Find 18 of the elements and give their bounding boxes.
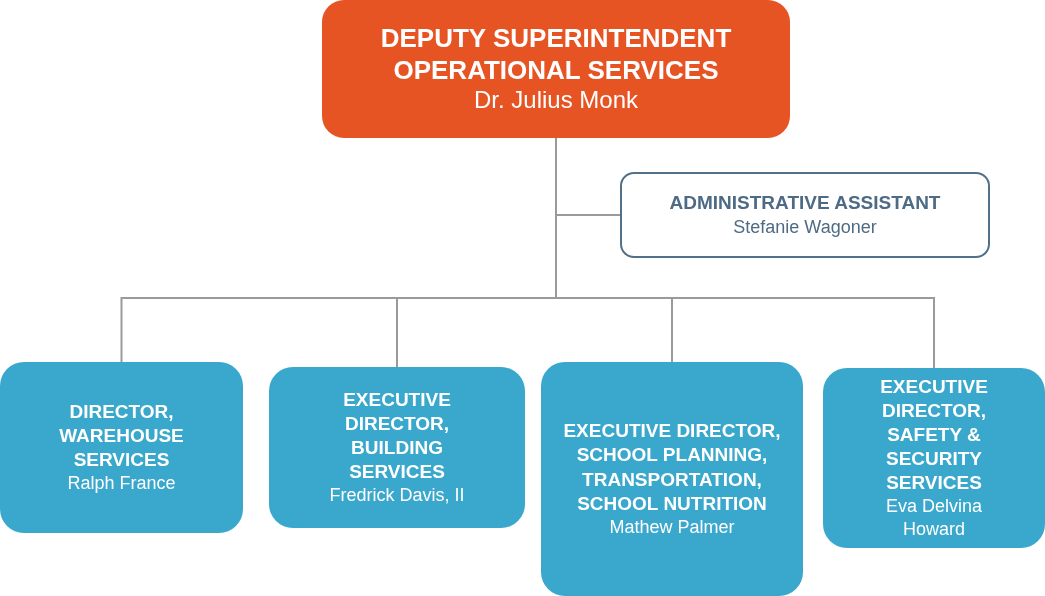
- position-title: EXECUTIVE DIRECTOR, SAFETY & SECURITY SERVICES: [879, 374, 989, 496]
- position-title: ADMINISTRATIVE ASSISTANT: [669, 190, 941, 215]
- person-name: Dr. Julius Monk: [473, 85, 639, 115]
- position-box: [823, 368, 1045, 548]
- position-title: EXECUTIVE DIRECTOR, SCHOOL PLANNING, TRANSPORTATION, SCHOOL NUTRITION: [562, 419, 782, 516]
- position-box: [0, 362, 243, 533]
- position-title: DIRECTOR, WAREHOUSE SERVICES: [58, 399, 185, 473]
- position-box: [541, 362, 803, 596]
- person-name: Mathew Palmer: [609, 515, 735, 539]
- position-box: [620, 172, 990, 258]
- person-name: Stefanie Wagoner: [733, 215, 877, 239]
- position-box: [269, 367, 525, 528]
- position-title: DEPUTY SUPERINTENDENT OPERATIONAL SERVICES: [379, 23, 733, 86]
- person-name: Ralph France: [67, 472, 176, 496]
- person-name: Fredrick Davis, II: [329, 484, 465, 508]
- position-title: EXECUTIVE DIRECTOR, BUILDING SERVICES: [342, 387, 452, 485]
- position-box: [322, 0, 790, 138]
- person-name: Eva Delvina Howard: [884, 495, 983, 542]
